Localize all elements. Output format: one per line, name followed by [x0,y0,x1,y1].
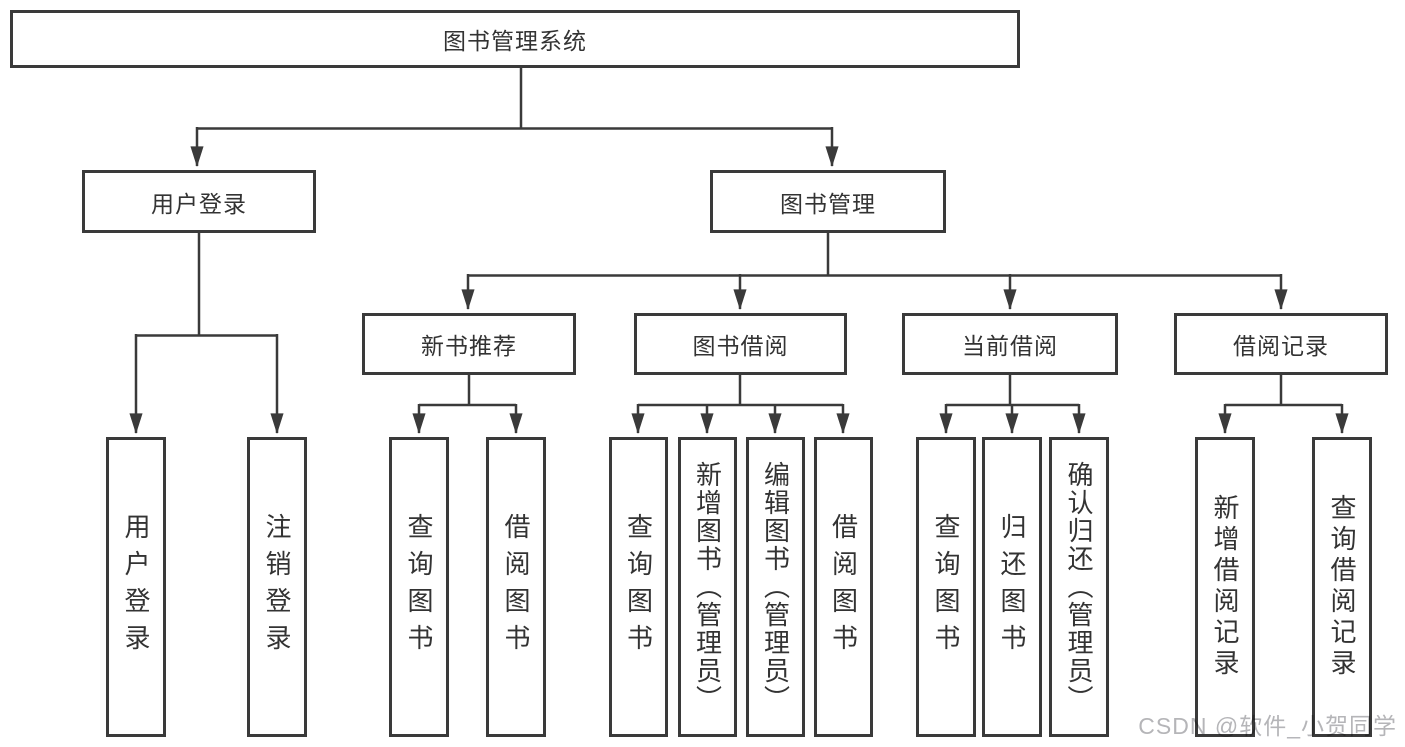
node-label: 用户登录 [121,513,151,661]
node-label: 新增借阅记录 [1210,494,1240,680]
leaf-query-books-borrow: 查询图书 [609,437,668,737]
node-book-borrowing: 图书借阅 [634,313,847,375]
leaf-query-books-current: 查询图书 [916,437,976,737]
leaf-return-books: 归还图书 [982,437,1042,737]
leaf-query-borrow-record: 查询借阅记录 [1312,437,1372,737]
leaf-borrow-books-recommend: 借阅图书 [486,437,546,737]
node-label: 新书推荐 [421,333,517,359]
node-label: 查询图书 [404,513,434,661]
leaf-add-books-admin: 新增图书（管理员） [678,437,737,737]
node-label: 归还图书 [997,513,1027,661]
leaf-confirm-return-admin: 确认归还（管理员） [1049,437,1109,737]
node-label: 借阅记录 [1233,333,1329,359]
node-label: 借阅图书 [828,513,859,661]
leaf-query-books-recommend: 查询图书 [389,437,449,737]
node-label: 注销登录 [262,513,292,661]
node-label: 图书管理 [780,190,876,217]
node-label: 查询图书 [931,513,961,661]
node-label: 当前借阅 [962,333,1058,359]
node-current-borrowing: 当前借阅 [902,313,1118,375]
leaf-edit-books-admin: 编辑图书（管理员） [746,437,805,737]
node-label: 借阅图书 [501,513,531,661]
leaf-user-login: 用户登录 [106,437,166,737]
node-label: 确认归还（管理员） [1064,461,1094,713]
node-label: 图书借阅 [692,333,789,359]
leaf-add-borrow-record: 新增借阅记录 [1195,437,1255,737]
node-new-book-recommendation: 新书推荐 [362,313,576,375]
leaf-borrow-books-borrow: 借阅图书 [814,437,873,737]
node-label: 编辑图书（管理员） [760,461,791,713]
node-label: 查询借阅记录 [1327,494,1357,680]
leaf-logout-login: 注销登录 [247,437,307,737]
node-library-management-system: 图书管理系统 [10,10,1020,68]
node-label: 用户登录 [151,190,247,217]
node-user-login: 用户登录 [82,170,316,233]
node-label: 图书管理系统 [443,28,587,54]
csdn-watermark: CSDN @软件_小贺同学 [1138,713,1397,739]
node-label: 查询图书 [623,513,654,661]
node-book-management: 图书管理 [710,170,946,233]
node-label: 新增图书（管理员） [692,461,723,713]
node-borrowing-records: 借阅记录 [1174,313,1388,375]
